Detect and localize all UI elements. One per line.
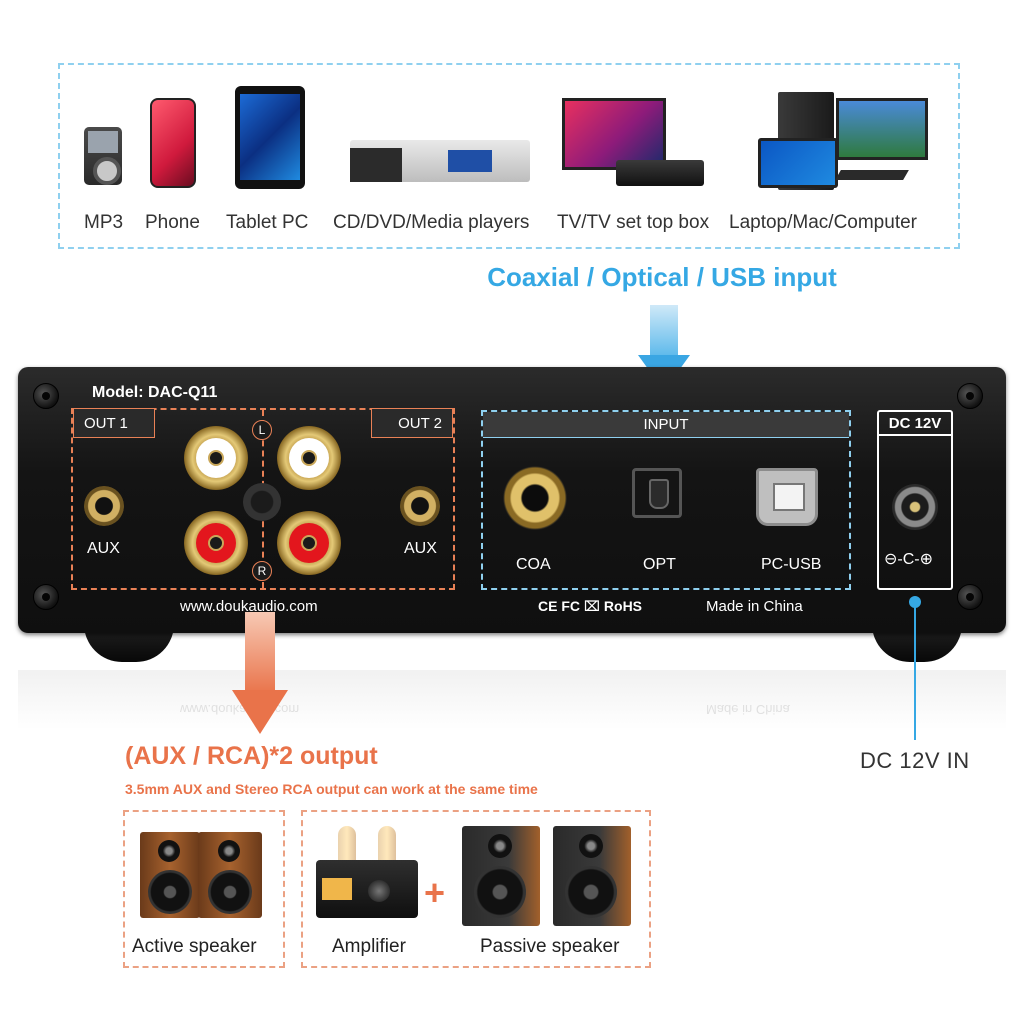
source-label-computer: Laptop/Mac/Computer xyxy=(729,212,917,233)
input-header: INPUT xyxy=(483,412,849,438)
dc-connector-line xyxy=(914,600,916,740)
out1-label: OUT 1 xyxy=(73,408,155,438)
coaxial-jack xyxy=(503,466,567,530)
source-devices-box xyxy=(58,63,960,249)
tv-image xyxy=(562,98,666,170)
output-section xyxy=(71,408,455,590)
amplifier-image xyxy=(316,860,418,918)
screw-bottom-left xyxy=(33,584,59,610)
output-arrow-shaft xyxy=(245,612,275,694)
amplifier-label: Amplifier xyxy=(332,936,406,957)
screw-top-left xyxy=(33,383,59,409)
made-in-label: Made in China xyxy=(706,598,803,615)
dc-in-label: DC 12V IN xyxy=(860,748,970,773)
laptop-image xyxy=(758,138,838,188)
mp3-player-image xyxy=(84,127,122,185)
tube-left-image xyxy=(338,826,356,866)
active-speaker-left-image xyxy=(140,832,200,918)
panel-reflection xyxy=(18,670,1006,730)
plus-sign: + xyxy=(424,872,446,913)
passive-speaker-left-image xyxy=(462,826,540,926)
output-arrow-head xyxy=(232,690,288,734)
made-in-reflection: Made in China xyxy=(706,702,790,717)
aux-label-left: AUX xyxy=(87,540,120,557)
aux-label-right: AUX xyxy=(404,540,437,557)
rca-out2-right xyxy=(277,511,341,575)
source-label-tablet: Tablet PC xyxy=(226,212,309,233)
set-top-box-image xyxy=(616,160,704,186)
dc-header: DC 12V xyxy=(879,412,951,436)
active-speaker-box xyxy=(123,810,285,968)
rca-out1-right xyxy=(184,511,248,575)
tablet-image xyxy=(235,86,305,189)
rca-out1-left xyxy=(184,426,248,490)
channel-r-badge: R xyxy=(252,561,272,581)
rca-out2-left xyxy=(277,426,341,490)
polarity-symbol: ⊖-C-⊕ xyxy=(884,551,934,568)
phone-image xyxy=(150,98,196,188)
aux-jack-left xyxy=(84,486,124,526)
channel-l-badge: L xyxy=(252,420,272,440)
aux-jack-right xyxy=(400,486,440,526)
active-speaker-label: Active speaker xyxy=(132,936,257,957)
input-title: Coaxial / Optical / USB input xyxy=(487,262,837,292)
screw-bottom-right xyxy=(957,584,983,610)
dc-power-jack xyxy=(892,484,938,530)
monitor-image xyxy=(836,98,928,160)
optical-port xyxy=(632,468,682,518)
pcusb-label: PC-USB xyxy=(761,556,822,573)
ground-screw xyxy=(243,483,281,521)
source-label-mp3: MP3 xyxy=(84,212,124,233)
usb-b-port xyxy=(756,468,818,526)
keyboard-image xyxy=(835,170,909,180)
opt-label: OPT xyxy=(643,556,676,573)
model-label: Model: DAC-Q11 xyxy=(92,384,218,401)
dc-section xyxy=(877,410,953,590)
output-title: (AUX / RCA)*2 output xyxy=(125,742,378,770)
website-label: www.doukaudio.com xyxy=(180,598,318,615)
coa-label: COA xyxy=(516,556,551,573)
active-speaker-right-image xyxy=(198,832,262,918)
output-subtitle: 3.5mm AUX and Stereo RCA output can work… xyxy=(125,781,538,797)
media-player-image xyxy=(350,140,530,182)
passive-speaker-right-image xyxy=(553,826,631,926)
source-label-media-players: CD/DVD/Media players xyxy=(333,212,530,233)
screw-top-right xyxy=(957,383,983,409)
out2-label: OUT 2 xyxy=(371,408,453,438)
source-label-phone: Phone xyxy=(145,212,200,233)
source-label-tv: TV/TV set top box xyxy=(557,212,710,233)
input-arrow-shaft xyxy=(650,305,678,360)
tube-right-image xyxy=(378,826,396,866)
passive-speaker-label: Passive speaker xyxy=(480,936,620,957)
amplifier-passive-box xyxy=(301,810,651,968)
cert-marks: CE FC ⌧ RoHS xyxy=(538,598,643,614)
input-section xyxy=(481,410,851,590)
